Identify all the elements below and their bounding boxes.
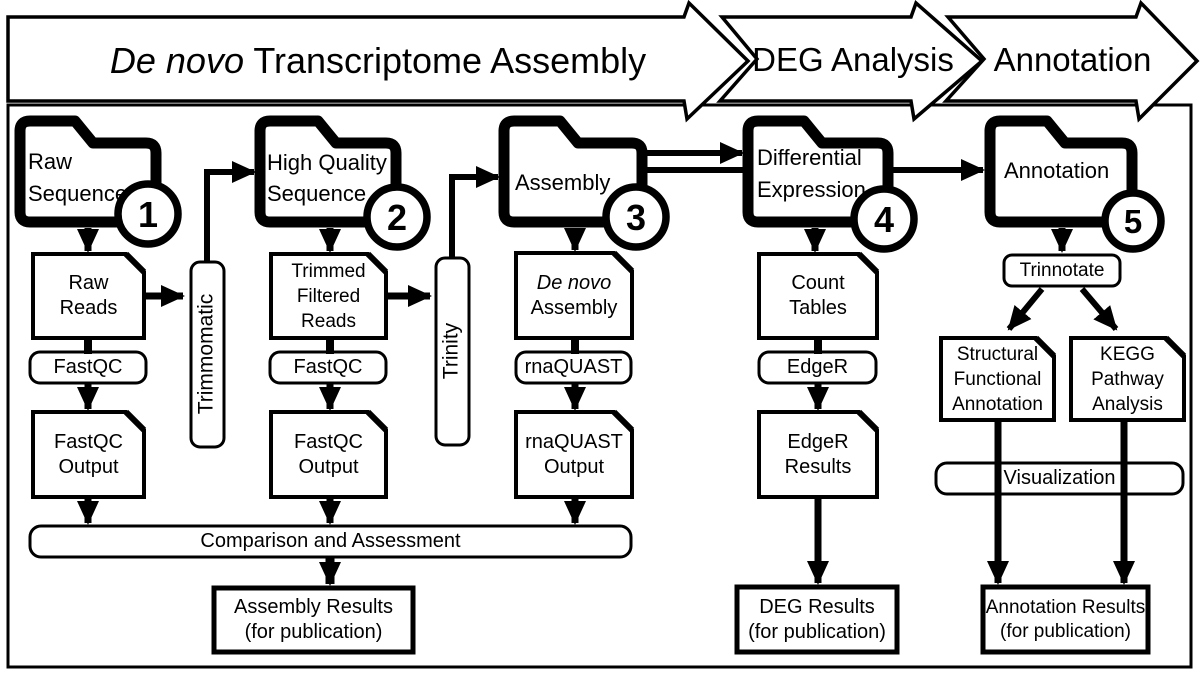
node-fastqc2-label: FastQC	[293, 356, 363, 378]
stage-5-number: 5	[1123, 203, 1143, 240]
node-trimmomatic-label: Trimmomatic	[194, 293, 218, 415]
stage-2-number: 2	[386, 197, 408, 238]
node-rnaquast-label: rnaQUAST	[524, 356, 623, 378]
stage-3-label: Assembly	[515, 170, 611, 196]
card-rnaquast-output	[514, 410, 634, 499]
stage-4-label: Differential Expression	[757, 145, 866, 202]
denovo-rest: Assembly	[530, 296, 618, 319]
card-structural-functional-annotation	[939, 336, 1056, 422]
box-trinnotate	[1002, 253, 1122, 288]
banner-title-italic: De novo	[109, 39, 244, 81]
box-annotation-results	[980, 584, 1151, 655]
stage-1-label: Raw Sequence	[28, 149, 128, 206]
banner-title-rest: Transcriptome Assembly	[243, 39, 647, 81]
stage-2-label: High Quality Sequence	[267, 150, 387, 206]
stage-3-number: 3	[625, 197, 647, 238]
box-deg-results	[734, 584, 900, 655]
banner-denovo-assembly-shape	[6, 0, 751, 123]
connector-arrows	[77, 142, 1135, 586]
card-denovo-assembly	[514, 251, 634, 340]
node-visualization-label: Visualization	[1003, 467, 1116, 489]
node-edger-results-label: EdgeR Results	[784, 430, 852, 478]
diagram-border	[6, 103, 1193, 669]
card-trimmed-filtered-reads	[269, 252, 388, 340]
arrow-trinity-to-folder3	[449, 166, 500, 258]
node-count-tables-label: Count Tables	[789, 272, 847, 319]
card-fastqc-output-1	[31, 410, 146, 499]
card-edger-results	[757, 410, 879, 499]
stage-circle-2	[363, 183, 431, 251]
banner-deg-analysis-shape	[716, 0, 985, 123]
node-assembly-results-label: Assembly Results (for publication)	[234, 596, 393, 643]
stage-circle-5	[1101, 189, 1165, 253]
node-fastqc1-label: FastQC	[53, 356, 123, 378]
stage-1-number: 1	[137, 194, 159, 235]
node-trinity-label: Trinity	[439, 322, 463, 380]
denovo-italic: De novo	[536, 271, 612, 294]
node-fastqc-output2-label: FastQC Output	[294, 430, 363, 478]
card-count-tables	[757, 252, 879, 340]
banner-annotation-title: Annotation	[993, 41, 1152, 79]
banner-denovo-assembly-title: De novo Transcriptome Assembly	[8, 17, 748, 103]
banner-annotation-shape	[942, 0, 1200, 123]
folder-high-quality-sequence	[254, 115, 402, 228]
node-kegg-label: KEGG Pathway Analysis	[1091, 343, 1164, 415]
arrow-trimmomatic-to-folder2	[204, 161, 256, 262]
node-annotation-results-label: Annotation Results (for publication)	[985, 596, 1146, 642]
node-trinnotate-label: Trinnotate	[1019, 259, 1105, 281]
node-trimmed-reads-label: Trimmed Filtered Reads	[291, 260, 366, 332]
arrow-trinnotate-to-structural	[1006, 287, 1045, 331]
card-fastqc-output-2	[269, 410, 388, 499]
node-structural-label: Structural Functional Annotation	[952, 343, 1043, 415]
node-deg-results-label: DEG Results (for publication)	[748, 595, 886, 643]
stage-4-number: 4	[873, 199, 895, 240]
box-assembly-results	[211, 585, 416, 655]
stage-5-label: Annotation	[1004, 158, 1110, 184]
node-rnaquast-output-label: rnaQUAST Output	[525, 430, 623, 478]
node-raw-reads-label: Raw Reads	[59, 272, 118, 319]
bar-comparison-assessment	[28, 524, 633, 559]
arrow-trinnotate-to-kegg	[1079, 287, 1119, 331]
node-edger-label: EdgeR	[786, 356, 849, 378]
folder-differential-expression	[742, 115, 894, 228]
banner-deg-analysis-title: DEG Analysis	[752, 41, 954, 79]
stage-circle-4	[850, 185, 918, 253]
card-kegg-pathway-analysis	[1069, 336, 1186, 422]
node-comparison-label: Comparison and Assessment	[200, 530, 461, 552]
stage-circle-1	[114, 180, 182, 248]
folder-annotation	[984, 115, 1138, 228]
folder-assembly	[498, 115, 648, 228]
node-fastqc-output1-label: FastQC Output	[54, 430, 123, 478]
stage-circle-3	[602, 183, 670, 251]
card-raw-reads	[31, 252, 146, 340]
node-denovo-assembly-label: De novo Assembly	[516, 253, 632, 338]
